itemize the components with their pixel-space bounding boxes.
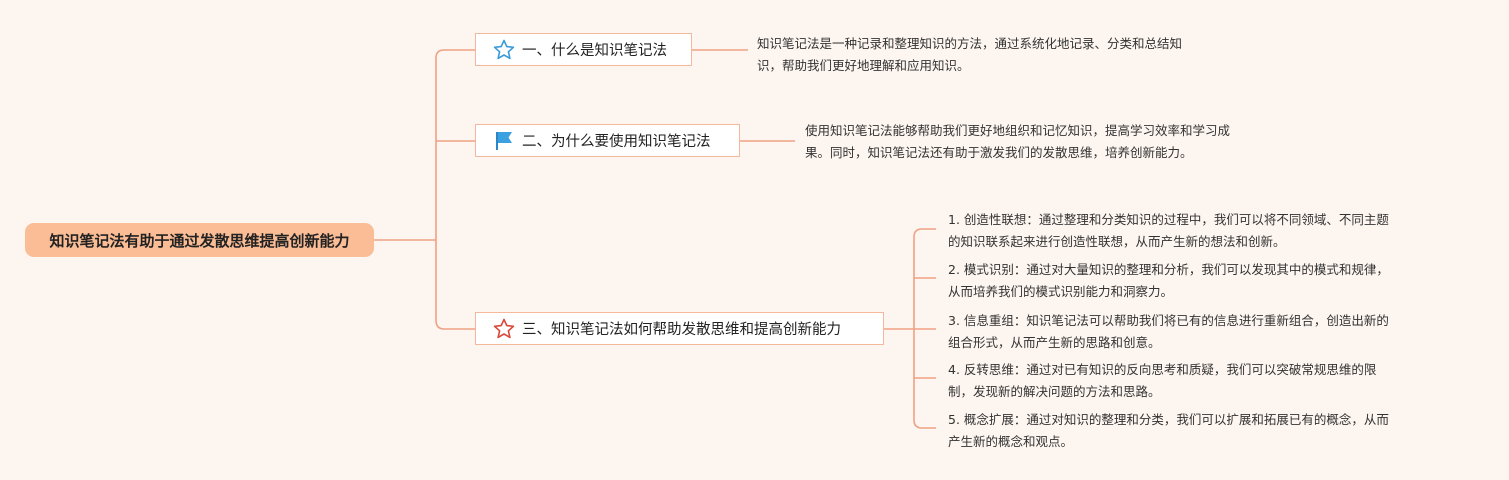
topic-description: 使用知识笔记法能够帮助我们更好地组织和记忆知识，提高学习效率和学习成 果。同时，… xyxy=(805,120,1230,164)
subtopic-line: 3. 信息重组：知识笔记法可以帮助我们将已有的信息进行重新组合，创造出新的 xyxy=(948,313,1389,328)
subtopic-line: 制，发现新的解决问题的方法和思路。 xyxy=(948,384,1161,399)
subtopic-reverse-thinking[interactable]: 4. 反转思维：通过对已有知识的反向思考和质疑，我们可以突破常规思维的限 制，发… xyxy=(948,359,1376,403)
topic-label: 二、为什么要使用知识笔记法 xyxy=(522,134,711,150)
subtopic-line: 2. 模式识别：通过对大量知识的整理和分析，我们可以发现其中的模式和规律， xyxy=(948,262,1389,277)
subtopic-concept-extension[interactable]: 5. 概念扩展：通过对知识的整理和分类，我们可以扩展和拓展已有的概念，从而 产生… xyxy=(948,409,1389,453)
description-line: 使用知识笔记法能够帮助我们更好地组织和记忆知识，提高学习效率和学习成 xyxy=(805,123,1231,138)
topic-label: 一、什么是知识笔记法 xyxy=(522,43,667,59)
flag-blue-icon xyxy=(492,129,516,153)
topic-what-is-knowledge-notes[interactable]: 一、什么是知识笔记法 xyxy=(475,33,692,66)
topic-why-use-knowledge-notes[interactable]: 二、为什么要使用知识笔记法 xyxy=(475,124,740,157)
subtopic-creative-association[interactable]: 1. 创造性联想：通过整理和分类知识的过程中，我们可以将不同领域、不同主题 的知… xyxy=(948,209,1389,253)
subtopic-line: 1. 创造性联想：通过整理和分类知识的过程中，我们可以将不同领域、不同主题 xyxy=(948,212,1389,227)
topic-description: 知识笔记法是一种记录和整理知识的方法，通过系统化地记录、分类和总结知 识，帮助我… xyxy=(757,33,1182,77)
description-line: 知识笔记法是一种记录和整理知识的方法，通过系统化地记录、分类和总结知 xyxy=(757,36,1183,51)
star-outline-red-icon xyxy=(492,317,516,341)
topic-how-knowledge-notes-help[interactable]: 三、知识笔记法如何帮助发散思维和提高创新能力 xyxy=(475,312,884,345)
subtopic-line: 的知识联系起来进行创造性联想，从而产生新的想法和创新。 xyxy=(948,234,1286,249)
star-outline-blue-icon xyxy=(492,38,516,62)
subtopic-line: 5. 概念扩展：通过对知识的整理和分类，我们可以扩展和拓展已有的概念，从而 xyxy=(948,412,1389,427)
subtopic-line: 4. 反转思维：通过对已有知识的反向思考和质疑，我们可以突破常规思维的限 xyxy=(948,362,1377,377)
description-line: 果。同时，知识笔记法还有助于激发我们的发散思维，培养创新能力。 xyxy=(805,145,1193,160)
root-topic[interactable]: 知识笔记法有助于通过发散思维提高创新能力 xyxy=(25,223,374,257)
subtopic-information-recombination[interactable]: 3. 信息重组：知识笔记法可以帮助我们将已有的信息进行重新组合，创造出新的 组合… xyxy=(948,310,1389,354)
subtopic-pattern-recognition[interactable]: 2. 模式识别：通过对大量知识的整理和分析，我们可以发现其中的模式和规律， 从而… xyxy=(948,259,1389,303)
subtopic-line: 从而培养我们的模式识别能力和洞察力。 xyxy=(948,284,1174,299)
subtopic-line: 产生新的概念和观点。 xyxy=(948,434,1074,449)
subtopic-line: 组合形式，从而产生新的思路和创意。 xyxy=(948,335,1161,350)
description-line: 识，帮助我们更好地理解和应用知识。 xyxy=(757,58,970,73)
topic-label: 三、知识笔记法如何帮助发散思维和提高创新能力 xyxy=(522,322,841,338)
